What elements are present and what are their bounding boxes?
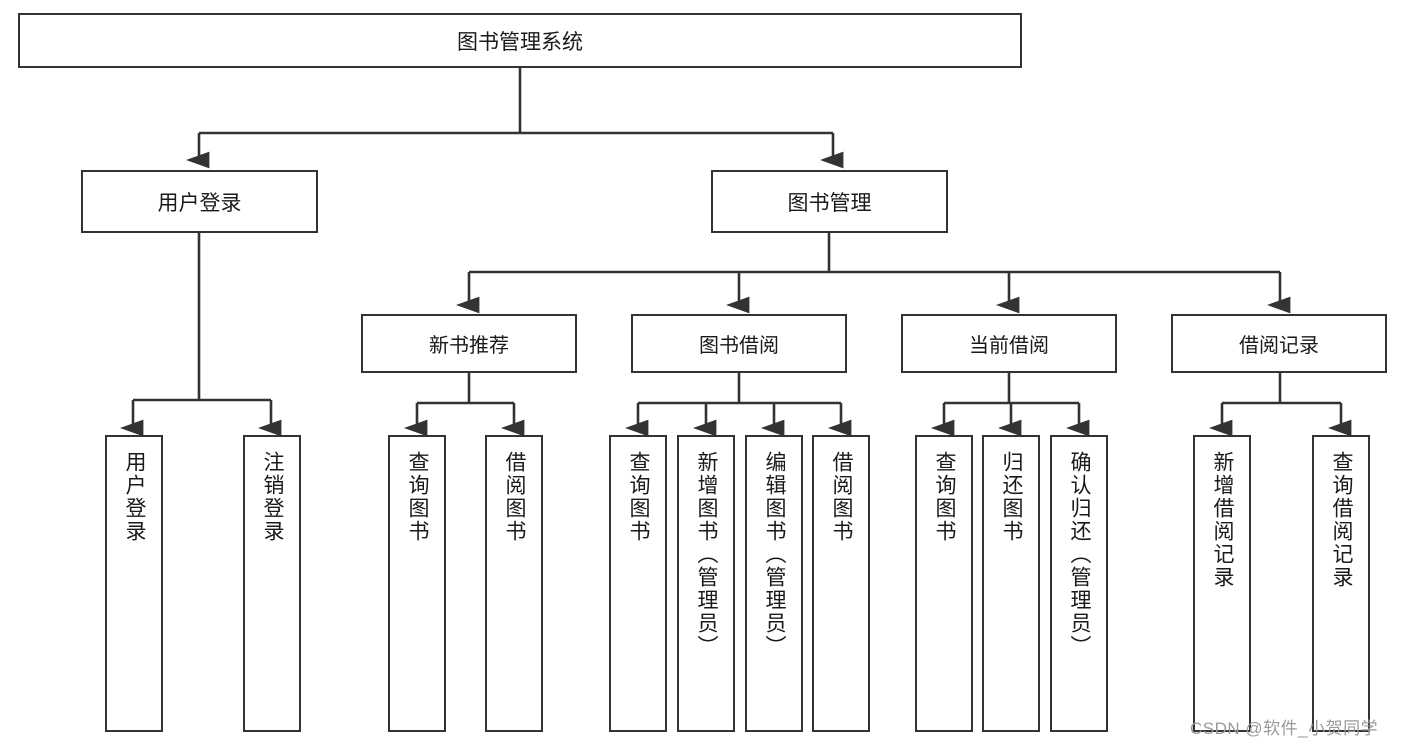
leaf-borrow-book-recommend[interactable]: 借阅图书 [485, 435, 543, 732]
node-current-borrow[interactable]: 当前借阅 [901, 314, 1117, 373]
leaf-query-book-borrow[interactable]: 查询图书 [609, 435, 667, 732]
leaf-query-book-current[interactable]: 查询图书 [915, 435, 973, 732]
node-label: 查询借阅记录 [1330, 451, 1354, 589]
csdn-watermark: CSDN @软件_小贺同学 [1190, 719, 1379, 738]
node-new-book-recommend[interactable]: 新书推荐 [361, 314, 577, 373]
node-label: 确认归还（管理员） [1068, 451, 1092, 658]
node-label: 用户登录 [123, 451, 147, 543]
node-book-management-module[interactable]: 图书管理 [711, 170, 948, 233]
node-label: 借阅图书 [503, 451, 527, 543]
node-label: 用户登录 [157, 191, 242, 215]
leaf-add-borrow-record[interactable]: 新增借阅记录 [1193, 435, 1251, 732]
node-borrow-record[interactable]: 借阅记录 [1171, 314, 1387, 373]
leaf-query-borrow-record[interactable]: 查询借阅记录 [1312, 435, 1370, 732]
node-label: 注销登录 [261, 451, 285, 543]
leaf-edit-book-admin[interactable]: 编辑图书（管理员） [745, 435, 803, 732]
leaf-logout[interactable]: 注销登录 [243, 435, 301, 732]
node-label: 新书推荐 [429, 335, 509, 357]
leaf-query-book-recommend[interactable]: 查询图书 [388, 435, 446, 732]
node-label: 查询图书 [627, 451, 651, 543]
node-label: 图书借阅 [699, 335, 779, 357]
node-user-login-module[interactable]: 用户登录 [81, 170, 318, 233]
leaf-return-book[interactable]: 归还图书 [982, 435, 1040, 732]
leaf-confirm-return-admin[interactable]: 确认归还（管理员） [1050, 435, 1108, 732]
node-label: 新增借阅记录 [1211, 451, 1235, 589]
node-label: 图书管理 [787, 191, 872, 215]
node-label: 编辑图书（管理员） [763, 451, 787, 658]
node-label: 当前借阅 [969, 335, 1049, 357]
node-label: 查询图书 [406, 451, 430, 543]
node-label: 借阅记录 [1239, 335, 1319, 357]
node-book-borrow[interactable]: 图书借阅 [631, 314, 847, 373]
node-label: 查询图书 [933, 451, 957, 543]
node-root-system[interactable]: 图书管理系统 [18, 13, 1022, 68]
node-label: 图书管理系统 [457, 30, 583, 54]
leaf-add-book-admin[interactable]: 新增图书（管理员） [677, 435, 735, 732]
leaf-user-login[interactable]: 用户登录 [105, 435, 163, 732]
node-label: 借阅图书 [830, 451, 854, 543]
node-label: 新增图书（管理员） [695, 451, 719, 658]
node-label: 归还图书 [1000, 451, 1024, 543]
leaf-borrow-book[interactable]: 借阅图书 [812, 435, 870, 732]
